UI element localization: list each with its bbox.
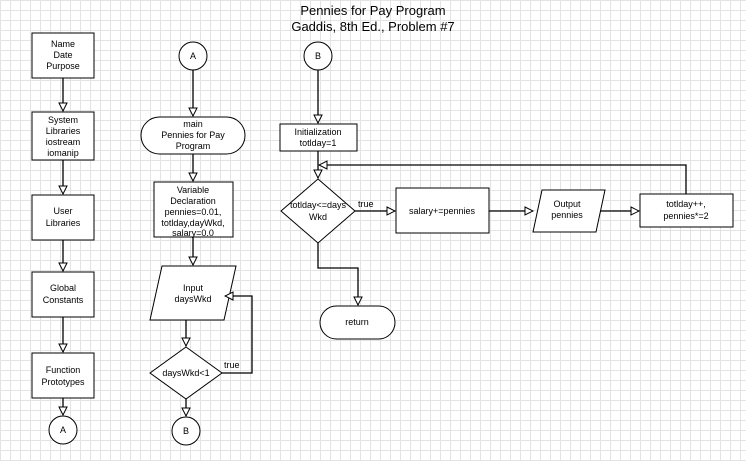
header-block: Name Date Purpose <box>31 32 95 79</box>
user-libraries-line-2: Libraries <box>46 218 81 228</box>
user-libraries-block: User Libraries <box>31 194 95 241</box>
output-line-1: Output <box>553 199 581 209</box>
variables-line-2: Declaration <box>170 196 216 206</box>
update-line-2: pennies*=2 <box>663 211 708 221</box>
loop-decision-line-2: Wkd <box>309 212 327 222</box>
main-line-1: main <box>183 119 203 129</box>
global-constants-block: Global Constants <box>31 271 95 318</box>
return-terminal: return <box>319 305 396 340</box>
input-line-1: Input <box>183 283 204 293</box>
loop-decision-true-label: true <box>358 199 374 209</box>
connector-b-out-label: B <box>183 426 189 436</box>
connector-a-out-label: A <box>60 425 66 435</box>
main-line-3: Program <box>176 141 211 151</box>
loop-decision-diamond: totlday<=days Wkd <box>280 178 356 244</box>
connector-b-in-label: B <box>315 51 321 61</box>
libraries-line-2: Libraries <box>46 126 81 136</box>
title-line-1: Pennies for Pay Program <box>300 3 445 18</box>
connector-b-out: B <box>171 416 201 446</box>
days-decision-label: daysWkd<1 <box>162 368 209 378</box>
prototypes-line-1: Function <box>46 365 81 375</box>
libraries-line-4: iomanip <box>47 148 79 158</box>
connector-a-in: A <box>178 41 208 71</box>
connector-b-in: B <box>303 41 333 71</box>
edge-update-loop-back <box>319 165 687 194</box>
input-days-parallelogram: Input daysWkd <box>149 265 237 321</box>
connector-a-in-label: A <box>190 51 196 61</box>
global-constants-line-2: Constants <box>43 295 84 305</box>
update-line-1: totlday++, <box>666 199 706 209</box>
header-line-2: Date <box>53 50 72 60</box>
global-constants-line-1: Global <box>50 283 76 293</box>
edge-loop-false-to-return <box>317 243 358 305</box>
init-line-1: Initialization <box>294 127 341 137</box>
input-line-2: daysWkd <box>174 294 211 304</box>
salary-update-block: salary+=pennies <box>395 187 490 234</box>
loop-decision-line-1: totlday<=days <box>290 200 347 210</box>
days-decision-diamond: daysWkd<1 <box>149 346 223 400</box>
counter-update-block: totlday++, pennies*=2 <box>639 193 734 228</box>
title-line-2: Gaddis, 8th Ed., Problem #7 <box>291 19 454 34</box>
system-libraries-block: System Libraries iostream iomanip <box>31 111 95 161</box>
salary-update-label: salary+=pennies <box>409 206 476 216</box>
days-decision-true-label: true <box>224 360 240 370</box>
libraries-line-3: iostream <box>46 137 81 147</box>
header-line-3: Purpose <box>46 61 80 71</box>
initialization-block: Initialization totlday=1 <box>279 123 358 152</box>
output-line-2: pennies <box>551 210 583 220</box>
libraries-line-1: System <box>48 115 78 125</box>
function-prototypes-block: Function Prototypes <box>31 352 95 399</box>
main-line-2: Pennies for Pay <box>161 130 225 140</box>
edge-decision-true-loop <box>222 296 253 374</box>
user-libraries-line-1: User <box>53 206 72 216</box>
output-pennies-parallelogram: Output pennies <box>532 189 606 233</box>
init-line-2: totlday=1 <box>300 138 337 148</box>
prototypes-line-2: Prototypes <box>41 377 85 387</box>
variables-line-1: Variable <box>177 185 209 195</box>
connector-a-out: A <box>48 415 78 445</box>
variables-line-5: salary=0.0 <box>172 228 214 238</box>
header-line-1: Name <box>51 39 75 49</box>
variables-line-3: pennies=0.01, <box>165 207 222 217</box>
variables-line-4: totlday,dayWkd, <box>161 218 224 228</box>
main-terminal: main Pennies for Pay Program <box>140 116 246 155</box>
variable-declaration-block: Variable Declaration pennies=0.01, totld… <box>153 181 234 238</box>
return-label: return <box>345 317 369 327</box>
